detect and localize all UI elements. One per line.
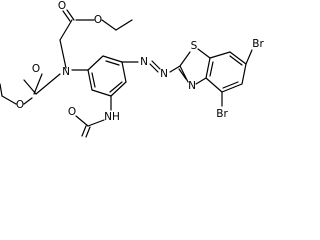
atom-label-thiazole-s: S: [191, 40, 198, 52]
atom-label-ester-top-carbonyl-o: O: [58, 0, 66, 12]
atom-label-ester-top-ether-o: O: [94, 14, 102, 26]
atom-label-amine-n: N: [62, 66, 70, 78]
atom-label-azo-n2: N: [160, 68, 168, 80]
molecule-drawing: O O O O N N N S N Br Br NH O: [0, 0, 265, 138]
atom-label-bromo-upper: Br: [252, 38, 264, 50]
atom-label-bromo-lower: Br: [216, 108, 228, 120]
atom-labels: O O O O N N N S N Br Br NH O: [16, 0, 265, 123]
atom-label-ester-left-carbonyl-o: O: [32, 63, 40, 75]
bond-lines: [0, 9, 253, 138]
chemical-structure-diagram: O O O O N N N S N Br Br NH O: [0, 0, 265, 138]
atom-label-amide-o: O: [68, 106, 76, 118]
atom-label-azo-n1: N: [140, 56, 148, 68]
atom-label-amide-nh: NH: [104, 111, 120, 123]
atom-label-thiazole-n: N: [188, 80, 196, 92]
atom-label-ester-left-ether-o: O: [16, 99, 24, 111]
